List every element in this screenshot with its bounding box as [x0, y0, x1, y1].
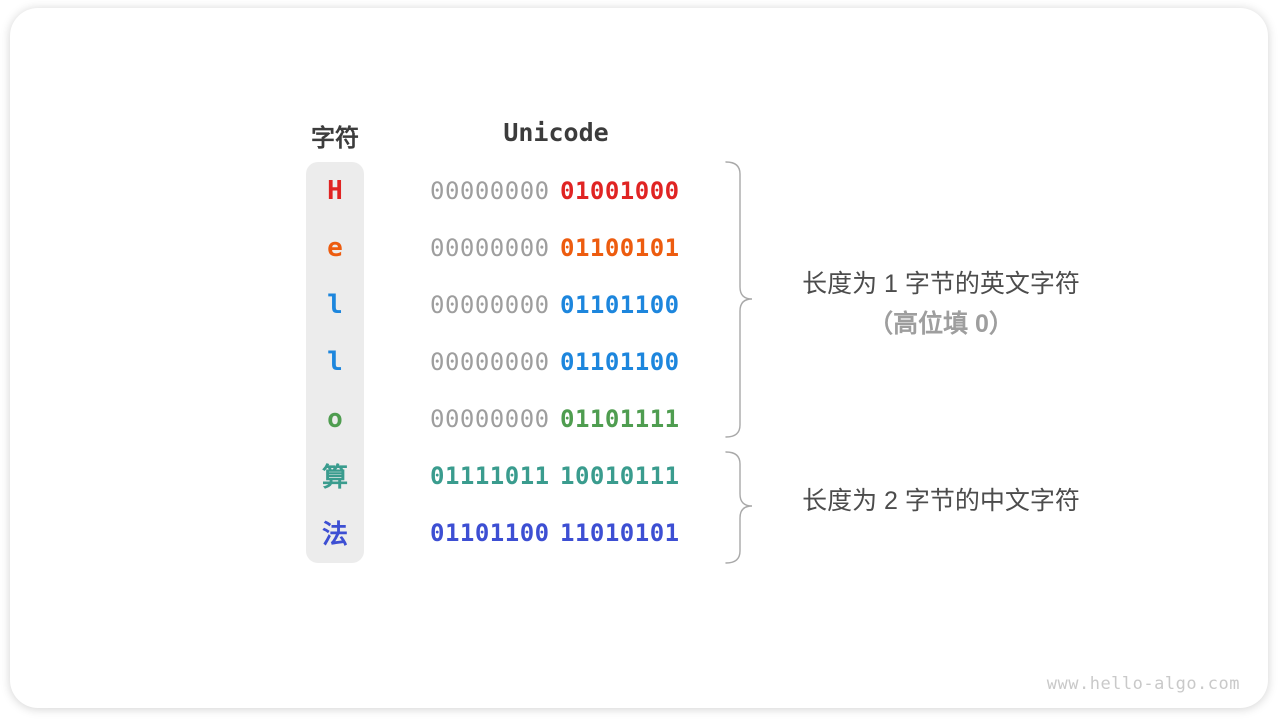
high-byte-value: 00000000 — [430, 347, 550, 376]
character-column-background — [306, 162, 364, 563]
character-cell: l — [327, 289, 343, 320]
high-byte-value: 00000000 — [430, 233, 550, 262]
diagram-card: 字符 Unicode H 00000000 01001000 e 00000000 011… — [10, 8, 1268, 708]
high-byte-value: 00000000 — [430, 176, 550, 205]
low-byte-value: 01101100 — [560, 347, 680, 376]
character-cell: l — [327, 346, 343, 377]
table-row: o 00000000 01101111 — [10, 390, 750, 447]
high-byte-value: 00000000 — [430, 404, 550, 433]
table-row: l 00000000 01101100 — [10, 276, 750, 333]
low-byte-value: 01101100 — [560, 290, 680, 319]
character-cell: o — [327, 403, 343, 434]
table-row: H 00000000 01001000 — [10, 162, 750, 219]
high-byte-value: 01111011 — [430, 461, 550, 490]
table-row: e 00000000 01100101 — [10, 219, 750, 276]
table-row: 算 01111011 10010111 — [10, 447, 750, 504]
annotation-chinese-group: 长度为 2 字节的中文字符 — [802, 487, 1080, 515]
annotation-english-line2: （高位填 0） — [868, 310, 1014, 338]
character-cell: H — [327, 175, 343, 206]
column-header-unicode: Unicode — [503, 118, 609, 147]
column-header-character: 字符 — [311, 125, 359, 152]
character-cell: 法 — [321, 520, 348, 550]
watermark-url: www.hello-algo.com — [1046, 674, 1240, 694]
low-byte-value: 10010111 — [560, 461, 680, 490]
high-byte-value: 01101100 — [430, 518, 550, 547]
annotation-english-group: 长度为 1 字节的英文字符 （高位填 0） — [755, 264, 1127, 344]
character-cell: 算 — [321, 463, 348, 493]
low-byte-value: 01101111 — [560, 404, 680, 433]
high-byte-value: 00000000 — [430, 290, 550, 319]
character-cell: e — [327, 232, 343, 263]
annotation-english-line1: 长度为 1 字节的英文字符 — [802, 270, 1080, 298]
low-byte-value: 01001000 — [560, 176, 680, 205]
table-row: l 00000000 01101100 — [10, 333, 750, 390]
low-byte-value: 01100101 — [560, 233, 680, 262]
low-byte-value: 11010101 — [560, 518, 680, 547]
table-row: 法 01101100 11010101 — [10, 504, 750, 561]
